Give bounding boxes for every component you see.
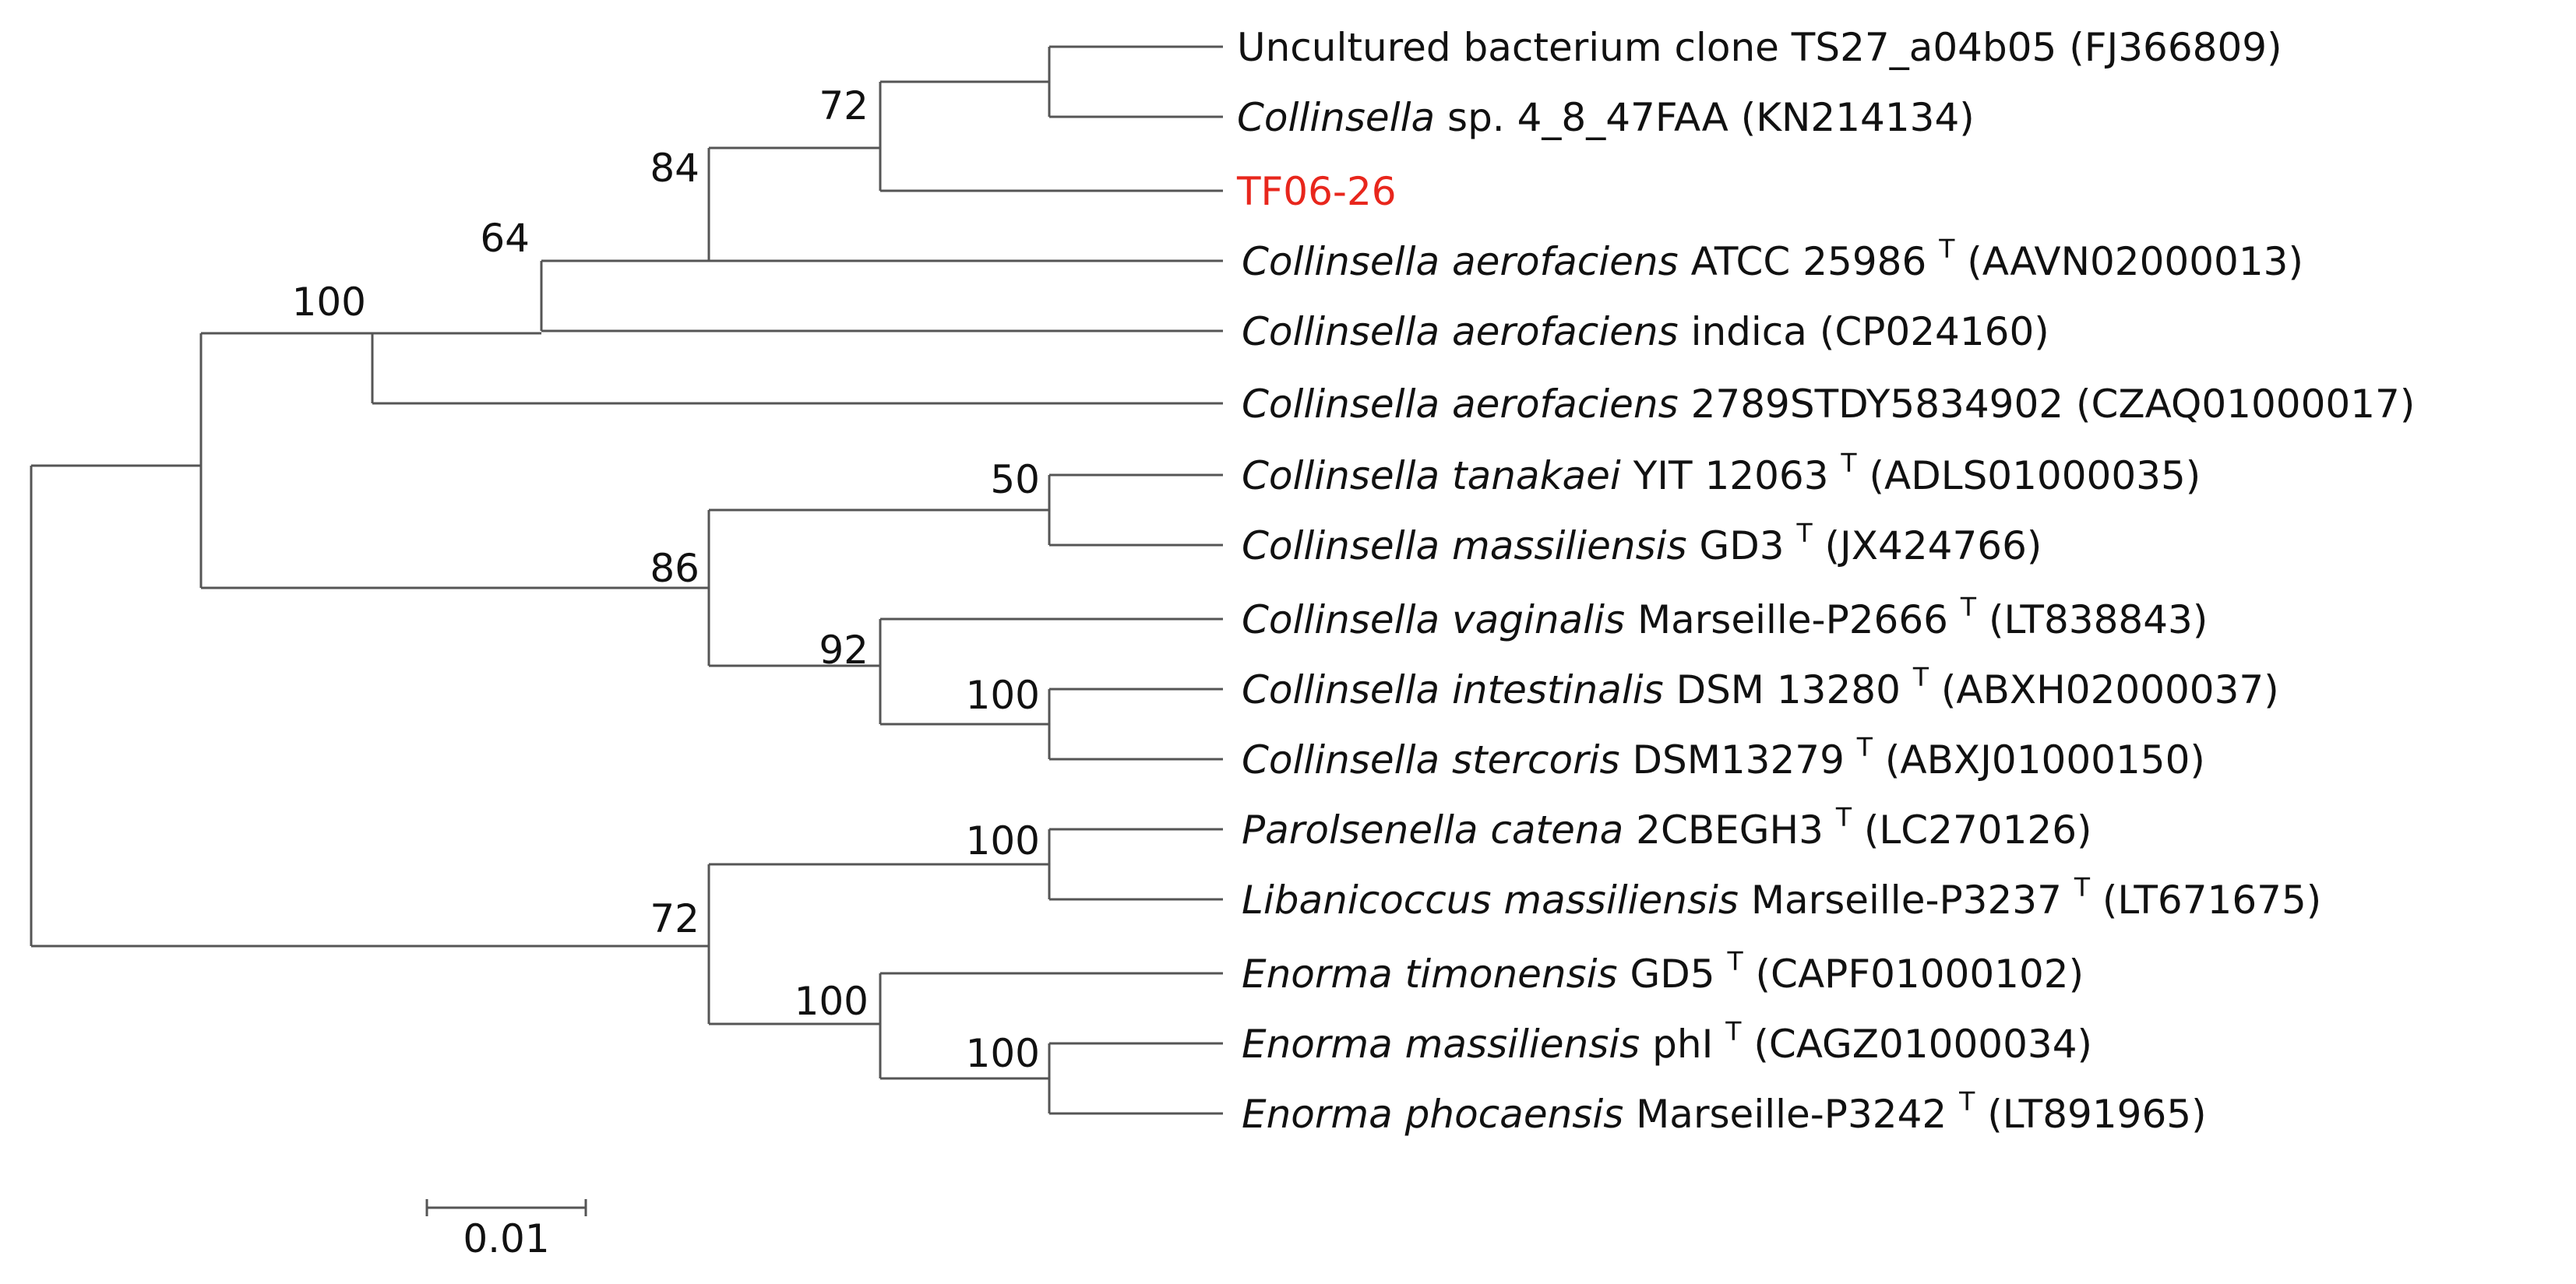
scale-bar: 0.01	[425, 1199, 587, 1261]
bootstrap-label: 100	[292, 280, 366, 325]
leaf-label: Collinsella aerofaciens ATCC 25986 T (AA…	[1242, 222, 2303, 284]
type-strain-mark: T	[1840, 448, 1857, 478]
bootstrap-label: 50	[990, 457, 1040, 502]
type-strain-mark: T	[1856, 732, 1873, 762]
leaf-label: Collinsella sp. 4_8_47FAA (KN214134)	[1237, 95, 1975, 140]
leaf-labels: Uncultured bacterium clone TS27_a04b05 (…	[1236, 25, 2415, 1137]
leaf-label: Collinsella aerofaciens indica (CP024160…	[1242, 309, 2049, 354]
bootstrap-label: 84	[650, 146, 700, 191]
type-strain-mark: T	[1912, 662, 1929, 692]
leaf-label: Enorma massiliensis phI T (CAGZ01000034)	[1242, 1004, 2092, 1067]
leaf-label: Parolsenella catena 2CBEGH3 T (LC270126)	[1242, 790, 2092, 853]
bootstrap-label: 72	[819, 83, 869, 128]
leaf-label-highlight: TF06-26	[1236, 169, 1397, 214]
type-strain-mark: T	[1795, 518, 1813, 548]
bootstrap-label: 100	[966, 818, 1040, 864]
bootstrap-label: 92	[819, 628, 869, 673]
bootstrap-label: 100	[966, 673, 1040, 718]
leaf-label: Collinsella intestinalis DSM 13280 T (AB…	[1242, 650, 2279, 712]
bootstrap-label: 100	[966, 1031, 1040, 1076]
leaf-label: Libanicoccus massiliensis Marseille-P323…	[1242, 860, 2321, 923]
leaf-label: Collinsella tanakaei YIT 12063 T (ADLS01…	[1242, 436, 2201, 498]
tree-branches	[30, 45, 1223, 1115]
type-strain-mark: T	[1726, 946, 1743, 976]
type-strain-mark: T	[1960, 592, 1977, 622]
type-strain-mark: T	[1958, 1086, 1975, 1117]
type-strain-mark: T	[1835, 802, 1852, 832]
type-strain-mark: T	[2074, 872, 2091, 902]
leaf-label: Collinsella aerofaciens 2789STDY5834902 …	[1242, 382, 2415, 427]
bootstrap-label: 64	[480, 216, 530, 261]
type-strain-mark: T	[1725, 1016, 1742, 1047]
scale-bar-label: 0.01	[463, 1216, 549, 1261]
leaf-label: Collinsella massiliensis GD3 T (JX424766…	[1242, 506, 2042, 568]
leaf-label: Collinsella vaginalis Marseille-P2666 T …	[1242, 580, 2208, 642]
bootstrap-label: 72	[650, 896, 700, 941]
leaf-label: Enorma phocaensis Marseille-P3242 T (LT8…	[1242, 1075, 2207, 1137]
bootstrap-label: 100	[795, 979, 869, 1024]
bootstrap-values: 72 84 64 100 50 86 92 100 100 72 100 100	[292, 83, 1040, 1076]
leaf-label: Uncultured bacterium clone TS27_a04b05 (…	[1237, 25, 2282, 70]
type-strain-mark: T	[1938, 234, 1955, 264]
leaf-label: Collinsella stercoris DSM13279 T (ABXJ01…	[1242, 720, 2205, 783]
bootstrap-label: 86	[650, 546, 700, 591]
leaf-label: Enorma timonensis GD5 T (CAPF01000102)	[1242, 934, 2084, 997]
